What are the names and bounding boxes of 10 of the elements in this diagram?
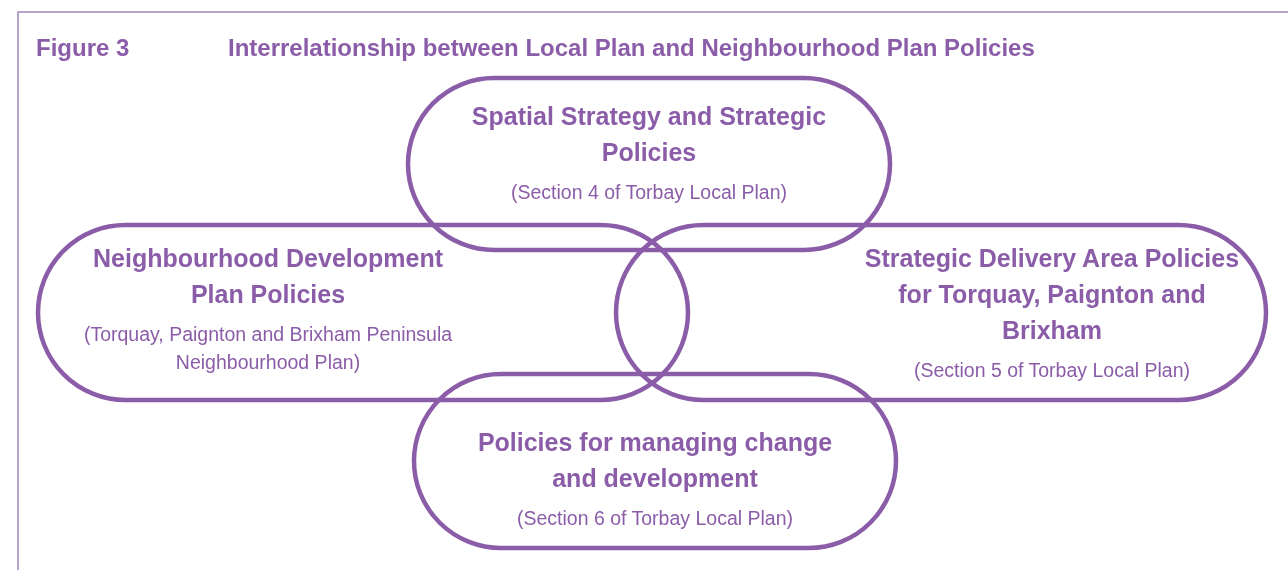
source-note: (Torquay, Paignton and Brixham Peninsula Neighbourhood Plan) <box>82 322 454 375</box>
source-note: (Section 6 of Torbay Local Plan) <box>515 506 794 531</box>
heading-text: Neighbourhood Development Plan Policies <box>92 243 444 310</box>
heading-text: Strategic Delivery Area Policies for Torquay, Paignton and Brixham <box>863 243 1241 346</box>
figure-title: Interrelationship between Local Plan and Neighbourhood Plan Policies <box>228 34 1035 62</box>
heading-text: Policies for managing change and development <box>476 427 834 494</box>
figure-number: Figure 3 <box>36 34 130 62</box>
source-note: (Section 5 of Torbay Local Plan) <box>912 358 1191 383</box>
heading-text: Spatial Strategy and Strategic Policies <box>470 101 828 168</box>
source-note: (Section 4 of Torbay Local Plan) <box>509 180 788 205</box>
